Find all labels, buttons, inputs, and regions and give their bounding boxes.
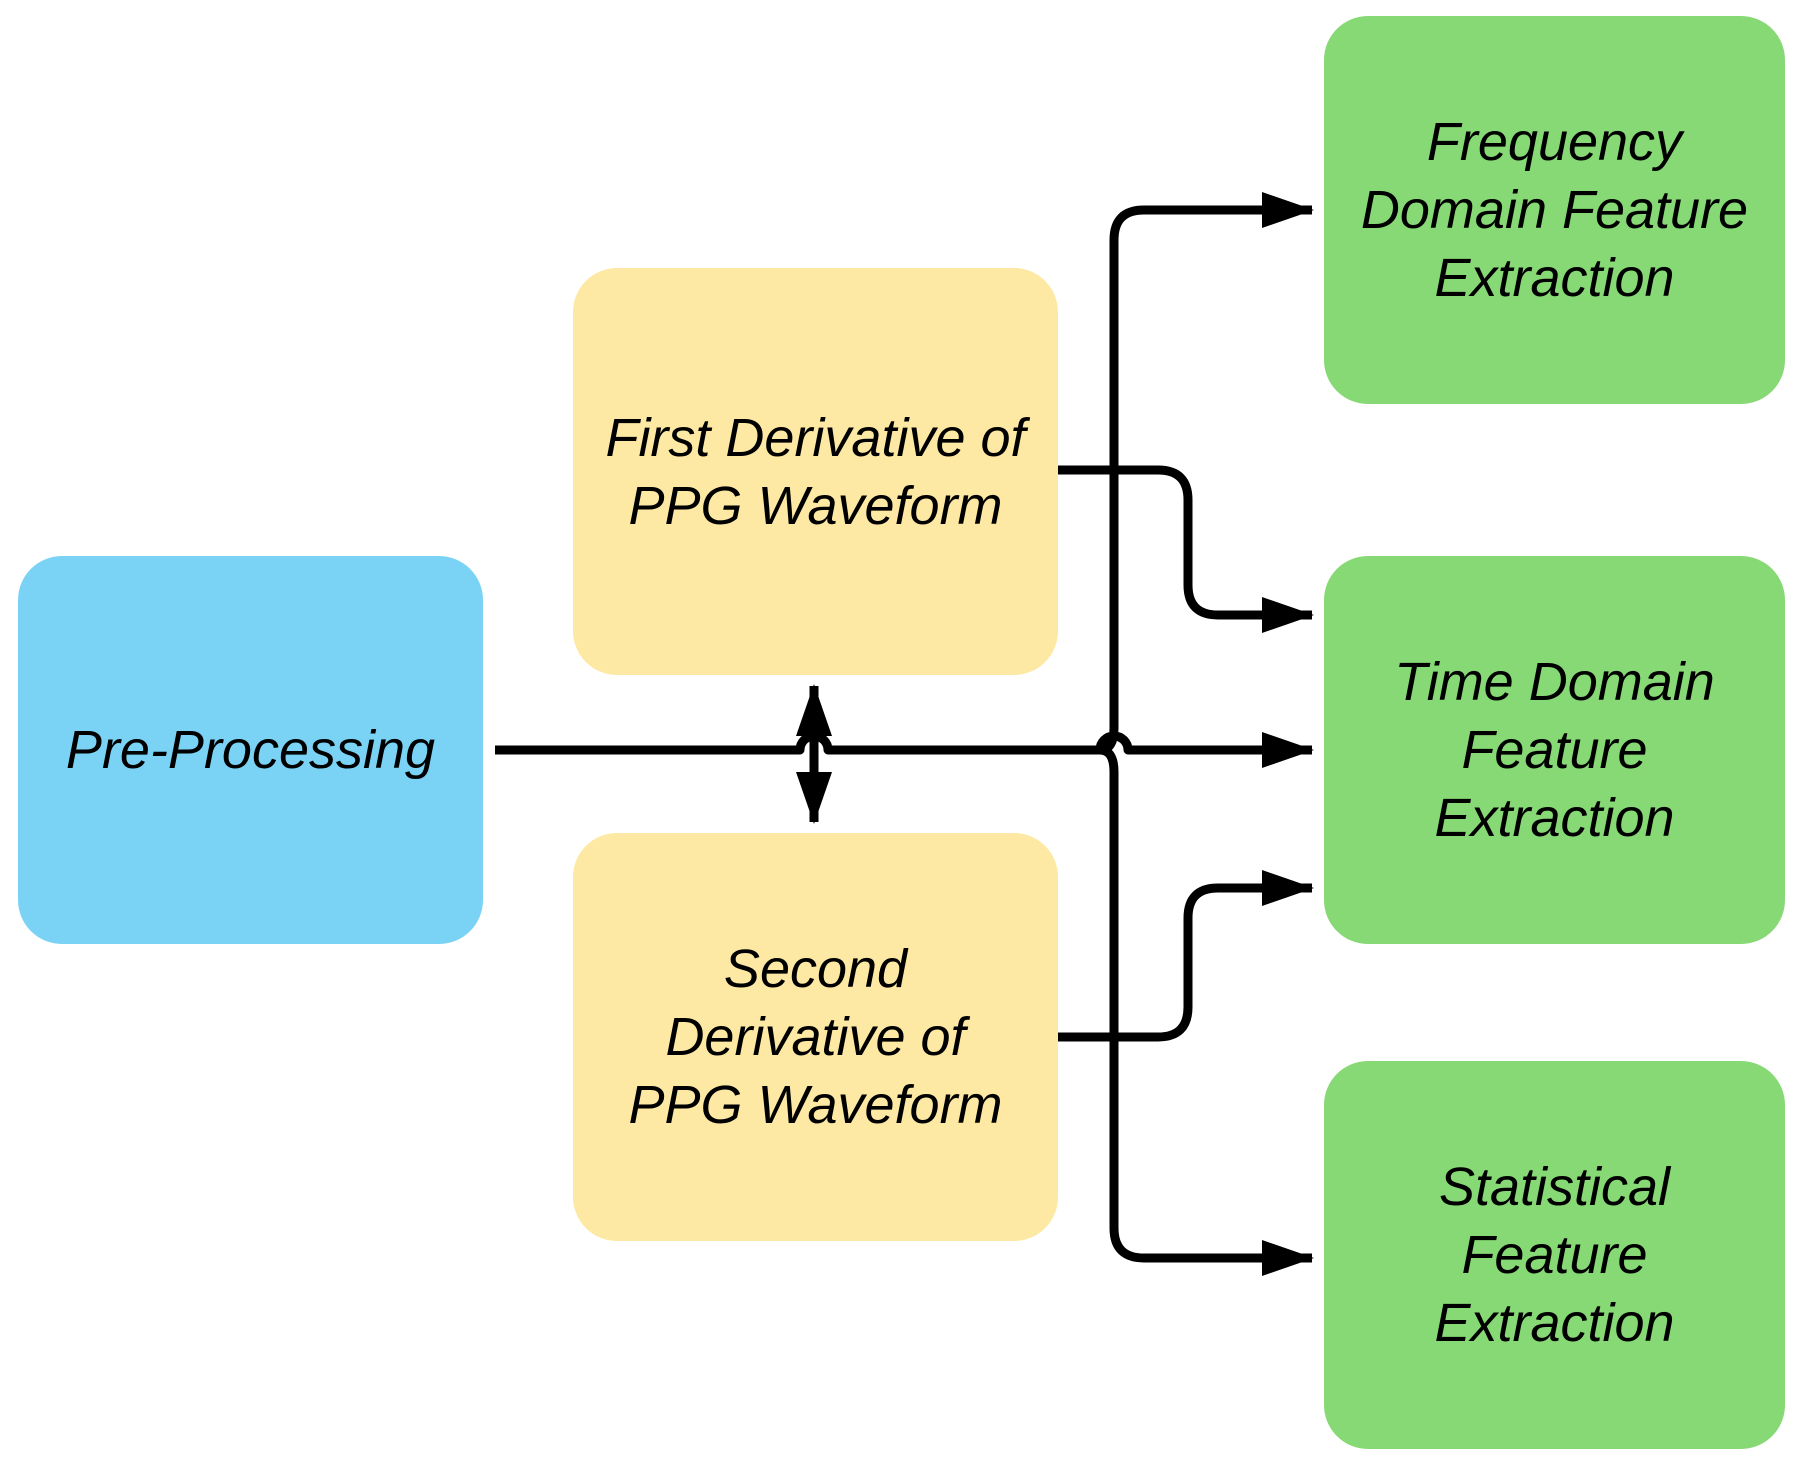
- node-label-line: Feature: [1461, 720, 1648, 780]
- node-label-line: Second: [723, 939, 908, 999]
- edge-first-derivative-to-time: [1058, 465, 1314, 633]
- node-label-line: Frequency: [1426, 112, 1683, 172]
- node-label-line: First Derivative of: [605, 407, 1026, 468]
- node-label-line: Statistical: [1438, 1157, 1671, 1217]
- node-label-line: PPG Waveform: [628, 475, 1003, 536]
- edge-preprocess-to-frequency: [1099, 192, 1314, 755]
- edge-preprocess-to-time: [495, 731, 1314, 768]
- node-pre-processing: Pre-Processing: [18, 556, 483, 944]
- node-label-line: Pre-Processing: [65, 720, 436, 780]
- edge-preprocess-to-statistical: [1099, 745, 1314, 1276]
- node-label-line: Derivative of: [665, 1007, 966, 1067]
- node-label-line: PPG Waveform: [628, 1075, 1003, 1135]
- node-label-line: Feature: [1461, 1225, 1648, 1285]
- node-first-derivative: First Derivative of PPG Waveform: [573, 268, 1058, 675]
- node-label-line: Domain Feature: [1360, 180, 1749, 240]
- node-label-line: Extraction: [1434, 788, 1675, 848]
- node-label-line: Time Domain: [1394, 652, 1715, 712]
- edge-second-derivative-to-time: [1058, 870, 1314, 1042]
- node-label-line: Extraction: [1434, 1293, 1675, 1353]
- node-label-line: Extraction: [1434, 248, 1675, 308]
